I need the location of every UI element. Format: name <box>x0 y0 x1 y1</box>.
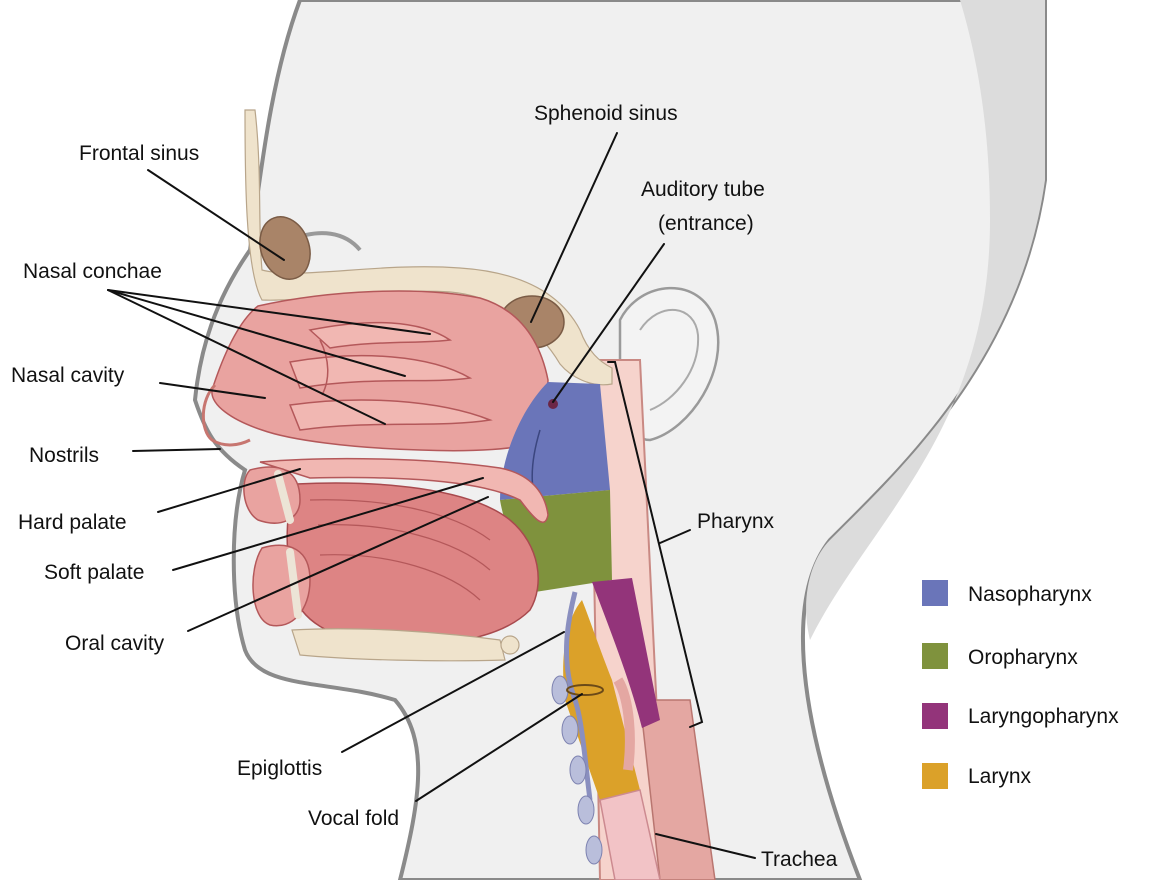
label-nostrils: Nostrils <box>29 444 99 467</box>
label-epiglottis: Epiglottis <box>237 757 322 780</box>
label-pharynx: Pharynx <box>697 510 775 533</box>
label-auditory-tube-line2: (entrance) <box>658 212 754 235</box>
label-vocal-fold: Vocal fold <box>308 807 399 830</box>
label-sphenoid-sinus: Sphenoid sinus <box>534 102 678 125</box>
label-hard-palate: Hard palate <box>18 511 127 534</box>
legend-label-oropharynx: Oropharynx <box>968 646 1078 669</box>
legend-swatch-laryngopharynx <box>922 703 948 729</box>
label-nasal-cavity: Nasal cavity <box>11 364 125 387</box>
label-frontal-sinus: Frontal sinus <box>79 142 199 165</box>
label-trachea: Trachea <box>761 848 838 871</box>
label-oral-cavity: Oral cavity <box>65 632 165 655</box>
legend: Nasopharynx Oropharynx Laryngopharynx La… <box>922 580 1119 789</box>
label-nasal-conchae: Nasal conchae <box>23 260 162 283</box>
legend-swatch-oropharynx <box>922 643 948 669</box>
label-auditory-tube-line1: Auditory tube <box>641 178 765 201</box>
legend-label-larynx: Larynx <box>968 765 1032 788</box>
legend-label-nasopharynx: Nasopharynx <box>968 583 1092 606</box>
legend-swatch-nasopharynx <box>922 580 948 606</box>
label-soft-palate: Soft palate <box>44 561 144 584</box>
legend-swatch-larynx <box>922 763 948 789</box>
nasal-cavity-shape <box>212 291 548 451</box>
legend-label-laryngopharynx: Laryngopharynx <box>968 705 1119 728</box>
